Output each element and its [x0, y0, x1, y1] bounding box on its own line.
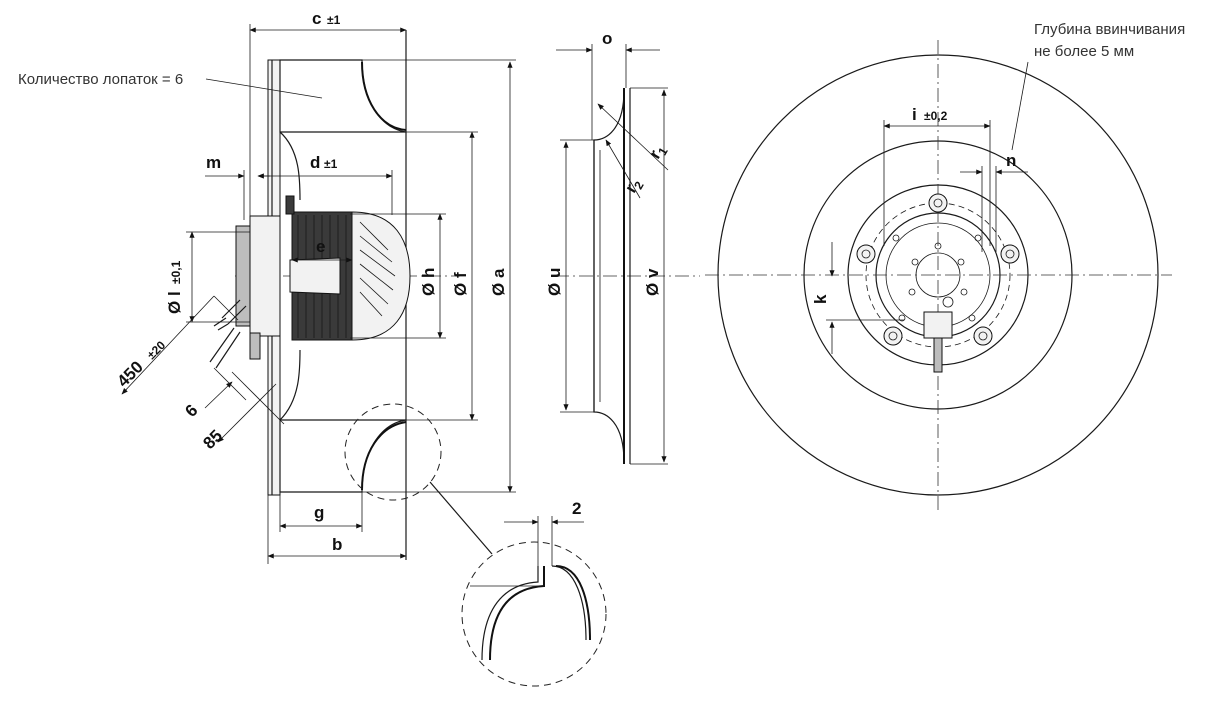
front-view: i ±0,2 n Глубина ввинчивания не более 5 …: [705, 21, 1185, 510]
dim-f: Ø f: [451, 272, 470, 296]
screw-depth-note-line1: Глубина ввинчивания: [1034, 21, 1185, 38]
cable-gland: [209, 299, 261, 369]
dim-i-tolerance: ±0,2: [924, 109, 948, 123]
mounting-holes: [856, 193, 1020, 346]
dim-cable-tolerance: ±20: [144, 338, 168, 362]
dim-a: Ø a: [489, 268, 508, 296]
dim-v: Ø v: [643, 268, 662, 296]
dim-eighty-five: 85: [199, 426, 226, 453]
dim-h: Ø h: [419, 268, 438, 296]
dim-o: o: [602, 29, 612, 48]
detail-view: 2: [461, 499, 607, 687]
dim-l-tolerance: ±0,1: [169, 260, 183, 284]
side-view: c ±1 Количество лопаток = 6 m d ±1 e Ø l…: [18, 9, 516, 564]
screw-depth-note-line2: не более 5 мм: [1034, 43, 1134, 60]
dim-u: Ø u: [545, 268, 564, 296]
dim-l: Ø l: [165, 291, 184, 314]
dim-d-tolerance: ±1: [324, 157, 338, 171]
inner-holes: [892, 234, 982, 322]
dim-c-tolerance: ±1: [327, 13, 341, 27]
dim-c: c: [312, 9, 321, 28]
dim-six: 6: [181, 401, 201, 421]
dim-n: n: [1006, 151, 1016, 170]
dim-d: d: [310, 153, 320, 172]
dim-i: i: [912, 105, 917, 124]
inlet-ring-view: o r1 r2 Ø u Ø v: [545, 29, 700, 465]
dim-e: e: [316, 237, 325, 256]
dim-g: g: [314, 503, 324, 522]
dim-k: k: [811, 294, 830, 304]
dim-b: b: [332, 535, 342, 554]
dim-r1: r1: [645, 141, 671, 164]
blade-count-note: Количество лопаток = 6: [18, 71, 183, 88]
dim-m: m: [206, 153, 221, 172]
dim-cable-length: 450: [113, 357, 146, 390]
dim-two: 2: [572, 499, 581, 518]
